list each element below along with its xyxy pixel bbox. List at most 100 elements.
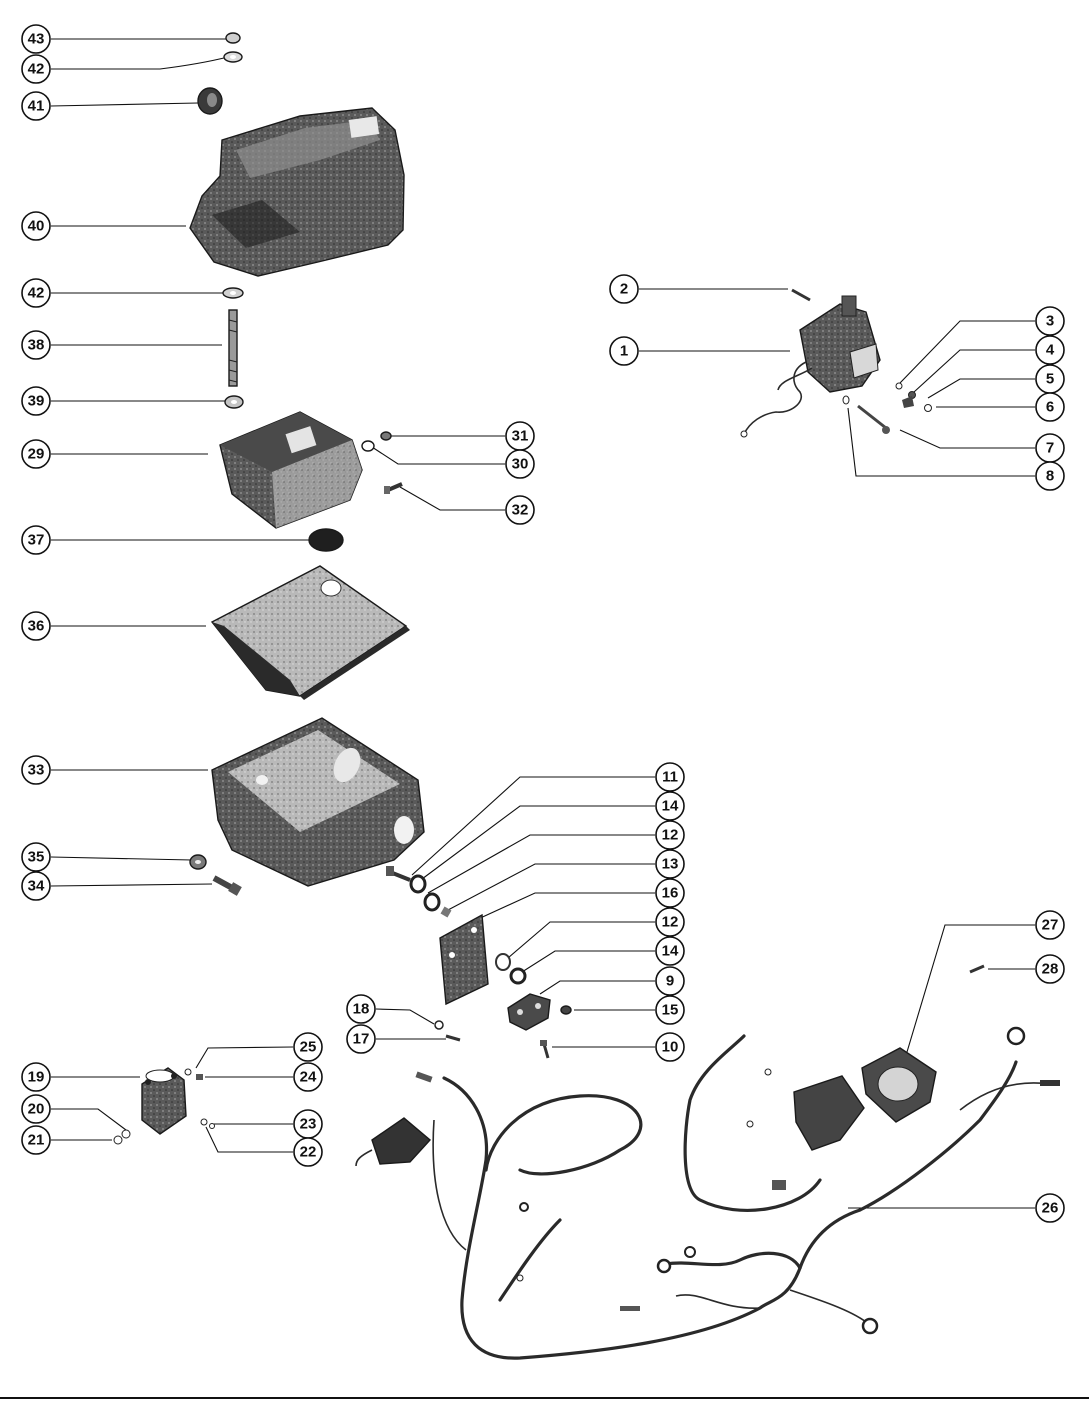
svg-text:24: 24 [300,1069,317,1086]
callout-9: 9 [655,966,685,996]
callout-27: 27 [1035,910,1065,940]
washer-30 [361,440,375,452]
callout-4: 4 [1035,335,1065,365]
svg-text:14: 14 [662,943,679,960]
callout-3: 3 [1035,306,1065,336]
plate-36 [210,565,410,700]
callout-18: 18 [346,994,376,1024]
callout-32: 32 [505,495,535,525]
callout-1: 1 [609,336,639,366]
callout-25: 25 [293,1032,323,1062]
svg-text:40: 40 [28,218,45,235]
bolt-7 [857,404,890,434]
callout-23: 23 [293,1109,323,1139]
svg-text:43: 43 [28,31,45,48]
svg-text:23: 23 [300,1116,317,1133]
washer-25 [184,1068,192,1076]
svg-text:9: 9 [666,973,674,990]
screw-17 [445,1034,461,1042]
svg-text:37: 37 [28,532,45,549]
housing-33 [211,717,425,887]
svg-text:15: 15 [662,1002,679,1019]
washer-12b [495,953,511,971]
svg-text:17: 17 [353,1031,370,1048]
svg-text:36: 36 [28,618,45,635]
cover-40 [189,107,405,277]
svg-text:16: 16 [662,885,679,902]
callout-2: 2 [609,274,639,304]
callout-19: 19 [21,1062,51,1092]
washer-5 [902,396,914,408]
callout-33: 33 [21,755,51,785]
svg-text:10: 10 [662,1039,679,1056]
svg-text:35: 35 [28,849,45,866]
leader-lines [50,38,1035,1209]
callout-42-lower: 42 [21,278,51,308]
svg-text:26: 26 [1042,1200,1059,1217]
svg-text:19: 19 [28,1069,45,1086]
callout-28: 28 [1035,954,1065,984]
svg-text:38: 38 [28,337,45,354]
washer-8 [842,395,850,405]
svg-text:18: 18 [353,1001,370,1018]
solenoid-19 [141,1067,187,1135]
bezel-27 [861,1047,937,1123]
spacer-13 [440,906,452,918]
switch-1 [740,295,881,438]
callout-36: 36 [21,611,51,641]
svg-text:27: 27 [1042,917,1059,934]
callout-14-lower: 14 [655,936,685,966]
grommet-41 [197,87,223,115]
svg-text:6: 6 [1046,399,1054,416]
grommet-37 [308,528,344,552]
svg-text:5: 5 [1046,371,1054,388]
stud-38 [228,309,238,387]
bolt-34 [212,875,242,896]
callout-39: 39 [21,386,51,416]
callout-20: 20 [21,1094,51,1124]
nut-43 [225,32,241,44]
parts [113,32,1060,1360]
washer-39 [224,395,244,409]
callout-26: 26 [1035,1193,1065,1223]
callout-12: 12 [655,820,685,850]
svg-text:8: 8 [1046,468,1054,485]
callout-16: 16 [655,878,685,908]
svg-text:12: 12 [662,827,679,844]
svg-text:29: 29 [28,446,45,463]
svg-text:21: 21 [28,1132,45,1149]
callout-11: 11 [655,762,685,792]
svg-text:22: 22 [300,1144,317,1161]
callout-37: 37 [21,525,51,555]
bracket-16 [439,913,489,1006]
washer-12 [423,892,441,912]
svg-text:7: 7 [1046,440,1054,457]
svg-text:25: 25 [300,1039,317,1056]
callout-22: 22 [293,1137,323,1167]
svg-text:31: 31 [512,428,529,445]
switch-box-29 [219,411,363,529]
svg-text:30: 30 [512,456,529,473]
washer-42-top [223,51,243,63]
callout-13: 13 [655,849,685,879]
svg-text:33: 33 [28,762,45,779]
nut-31 [380,431,392,441]
svg-text:3: 3 [1046,313,1054,330]
svg-text:28: 28 [1042,961,1059,978]
callout-15: 15 [655,995,685,1025]
callout-24: 24 [293,1062,323,1092]
svg-text:2: 2 [620,281,628,298]
nut-21 [113,1135,123,1145]
callout-38: 38 [21,330,51,360]
callout-14: 14 [655,791,685,821]
screw-32 [384,482,403,494]
callout-41: 41 [21,91,51,121]
washer-14 [409,874,427,894]
callout-5: 5 [1035,364,1065,394]
nut-15 [560,1005,572,1015]
screw-28 [969,964,985,974]
washer-20 [121,1129,131,1139]
svg-text:34: 34 [28,878,45,895]
callout-43: 43 [21,24,51,54]
callout-7: 7 [1035,433,1065,463]
